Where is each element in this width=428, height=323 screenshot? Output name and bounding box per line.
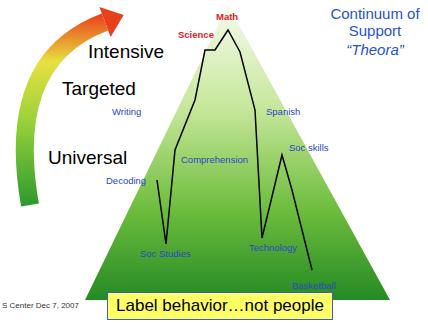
subject-label: Soc Studies [140,249,191,259]
subject-label: Decoding [106,176,146,186]
support-pyramid [85,5,390,300]
subject-label: Basketball [292,281,336,291]
slogan-text: Label behavior…not people [116,296,324,316]
tier-label: Universal [48,148,127,169]
tier-label: Targeted [62,79,136,100]
subject-label: Math [216,12,238,22]
heading-text: Continuum of Support [327,6,423,39]
subject-label: Comprehension [181,155,248,165]
heading-subtitle: “Theora” [327,42,423,59]
subject-label: Science [178,30,214,40]
slogan-box: Label behavior…not people [107,292,333,320]
subject-label: Technology [249,243,297,253]
subject-label: Spanish [266,107,300,117]
skill-profile-line [157,30,312,270]
tier-label: Intensive [88,42,164,63]
footer-note: S Center Dec 7, 2007 [2,302,79,311]
tier-arrow-head [99,7,123,37]
subject-label: Writing [112,107,141,117]
subject-label: Soc skills [289,143,329,153]
